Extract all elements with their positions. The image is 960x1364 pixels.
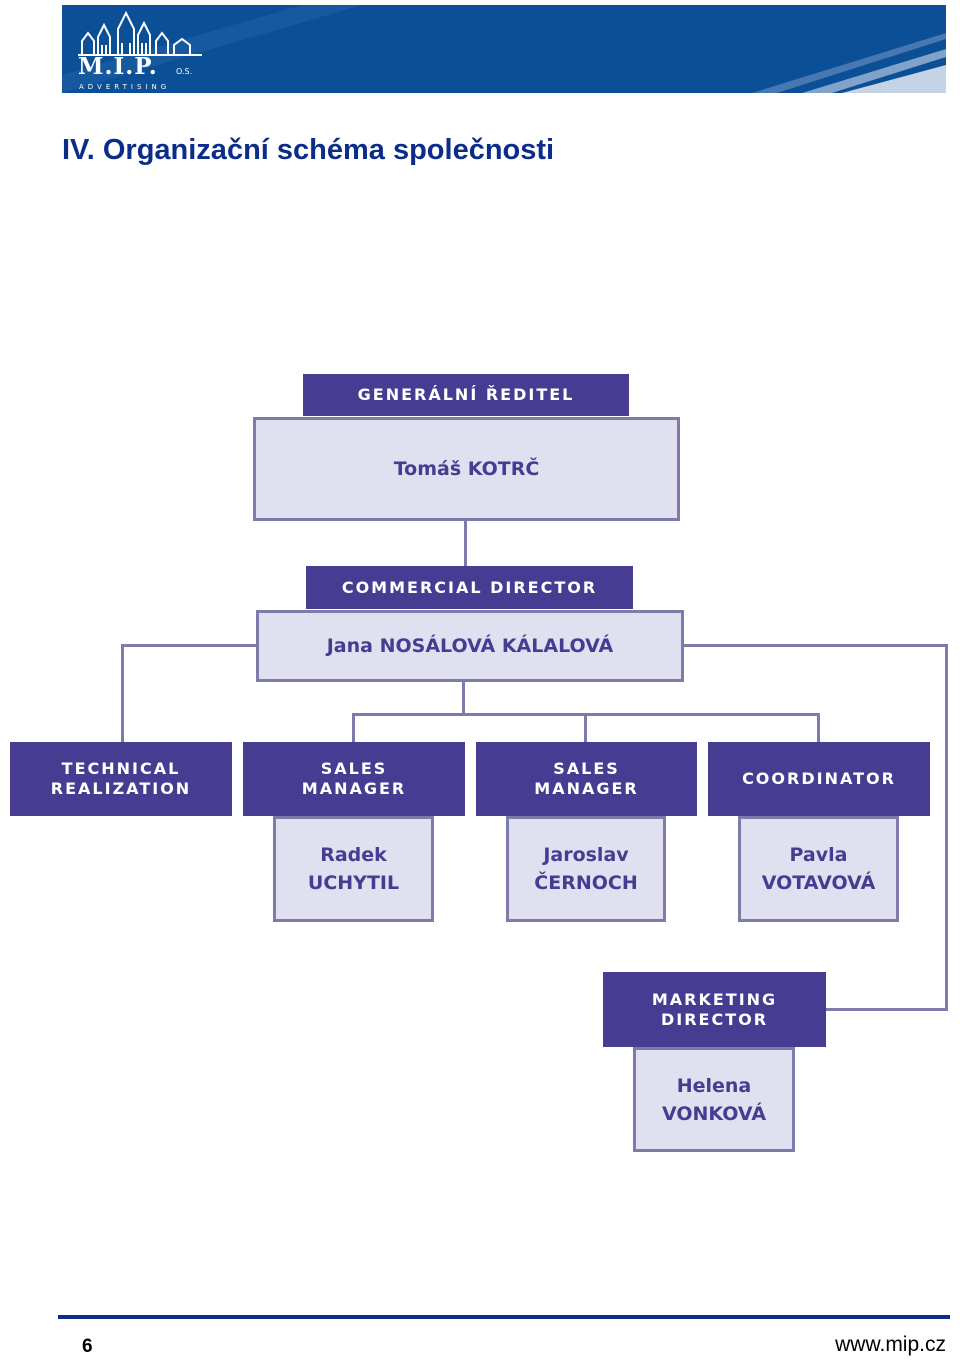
sales-manager-2-name: Jaroslav ČERNOCH [506,816,666,922]
connector-commercial-down [462,680,465,715]
sales-manager-2-title: SALES MANAGER [476,742,697,816]
technical-realization-title: TECHNICAL REALIZATION [10,742,232,816]
coordinator-name: Pavla VOTAVOVÁ [738,816,899,922]
connector-marketing-vertical [945,644,948,1011]
ceo-title: GENERÁLNÍ ŘEDITEL [303,374,629,416]
coordinator-title: COORDINATOR [708,742,930,816]
connector-sales1 [352,713,355,743]
marketing-director-name: Helena VONKOVÁ [633,1047,795,1152]
logo-text: M.I.P. [78,53,158,80]
connector-ceo-commercial [464,519,467,567]
connector-marketing-horizontal-bottom [825,1008,948,1011]
connector-marketing-horizontal-top [683,644,948,647]
footer-divider [58,1315,950,1319]
page-number: 6 [82,1336,93,1357]
connector-technical-vertical [121,644,124,743]
logo-subtitle: ADVERTISING [79,83,171,91]
sales-manager-1-name: Radek UCHYTIL [273,816,434,922]
header-banner: M.I.P. O.S. ADVERTISING [62,5,946,93]
connector-sales2 [584,713,587,743]
marketing-director-title: MARKETING DIRECTOR [603,972,826,1047]
commercial-director-name: Jana NOSÁLOVÁ KÁLALOVÁ [256,610,684,682]
connector-coordinator [817,713,820,743]
logo-suffix: O.S. [176,67,193,76]
website-link[interactable]: www.mip.cz [835,1333,946,1356]
mip-logo-castle-icon [78,11,202,56]
sales-manager-1-title: SALES MANAGER [243,742,465,816]
ceo-name: Tomáš KOTRČ [253,417,680,521]
connector-technical-horizontal [121,644,258,647]
banner-stripes [62,5,946,93]
commercial-director-title: COMMERCIAL DIRECTOR [306,566,633,609]
page-title: IV. Organizační schéma společnosti [62,134,555,166]
